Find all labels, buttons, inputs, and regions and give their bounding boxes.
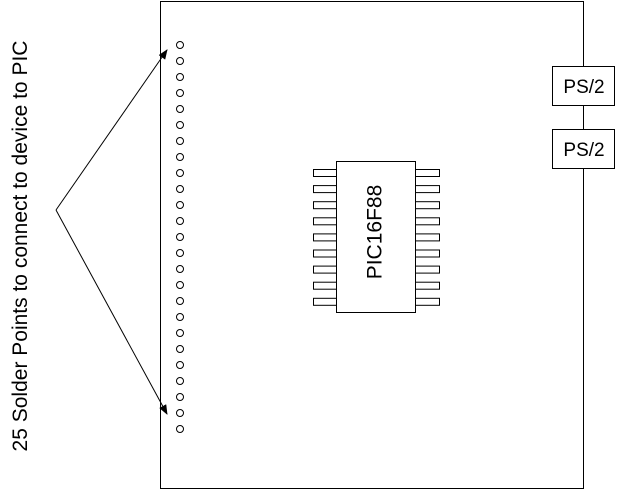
solder-point <box>176 89 184 97</box>
chip-pin-right <box>415 217 440 226</box>
ps2-connector-2-box <box>552 129 615 169</box>
solder-point <box>176 41 184 49</box>
solder-point <box>176 425 184 433</box>
solder-point <box>176 329 184 337</box>
solder-point <box>176 233 184 241</box>
solder-point <box>176 409 184 417</box>
chip-label: PIC16F88 <box>364 185 387 280</box>
solder-point <box>176 169 184 177</box>
chip-pin-right <box>415 233 440 242</box>
solder-point <box>176 105 184 113</box>
chip-pin-left <box>313 281 337 290</box>
board-outline <box>160 1 584 489</box>
chip-pin-right <box>415 297 440 306</box>
solder-point <box>176 153 184 161</box>
pic-chip: PIC16F88 <box>313 161 440 313</box>
solder-point <box>176 217 184 225</box>
solder-point <box>176 121 184 129</box>
arrow-to-bottom-solder-point <box>55 209 168 415</box>
chip-pin-left <box>313 185 337 194</box>
solder-point <box>176 377 184 385</box>
chip-pin-right <box>415 185 440 194</box>
ps2-connector-1: PS/2 <box>552 66 615 106</box>
chip-pin-left <box>313 249 337 258</box>
arrow-to-top-solder-point <box>55 49 168 211</box>
ps2-connector-2: PS/2 <box>552 129 615 169</box>
solder-point-column <box>176 41 184 433</box>
chip-pin-right <box>415 169 440 177</box>
chip-pin-left <box>313 233 337 242</box>
side-label: 25 Solder Points to connect to device to… <box>9 41 32 452</box>
chip-pin-left <box>313 201 337 210</box>
ps2-connector-1-label: PS/2 <box>563 77 604 98</box>
solder-point <box>176 249 184 257</box>
solder-point <box>176 297 184 305</box>
chip-pin-left <box>313 169 337 177</box>
chip-pins-right <box>415 169 440 306</box>
solder-point <box>176 281 184 289</box>
ps2-connector-1-box <box>552 66 615 106</box>
chip-pin-left <box>313 297 337 306</box>
chip-pin-right <box>415 201 440 210</box>
solder-point <box>176 185 184 193</box>
solder-point <box>176 57 184 65</box>
solder-point <box>176 313 184 321</box>
chip-pin-right <box>415 281 440 290</box>
solder-point <box>176 137 184 145</box>
ps2-connector-2-label: PS/2 <box>563 140 604 161</box>
solder-point <box>176 201 184 209</box>
solder-point <box>176 73 184 81</box>
solder-point <box>176 361 184 369</box>
solder-point <box>176 265 184 273</box>
chip-pin-left <box>313 265 337 274</box>
solder-point <box>176 345 184 353</box>
solder-point <box>176 393 184 401</box>
chip-body <box>336 161 416 313</box>
chip-pin-right <box>415 265 440 274</box>
chip-pin-right <box>415 249 440 258</box>
chip-pins-left <box>313 169 337 306</box>
chip-pin-left <box>313 217 337 226</box>
